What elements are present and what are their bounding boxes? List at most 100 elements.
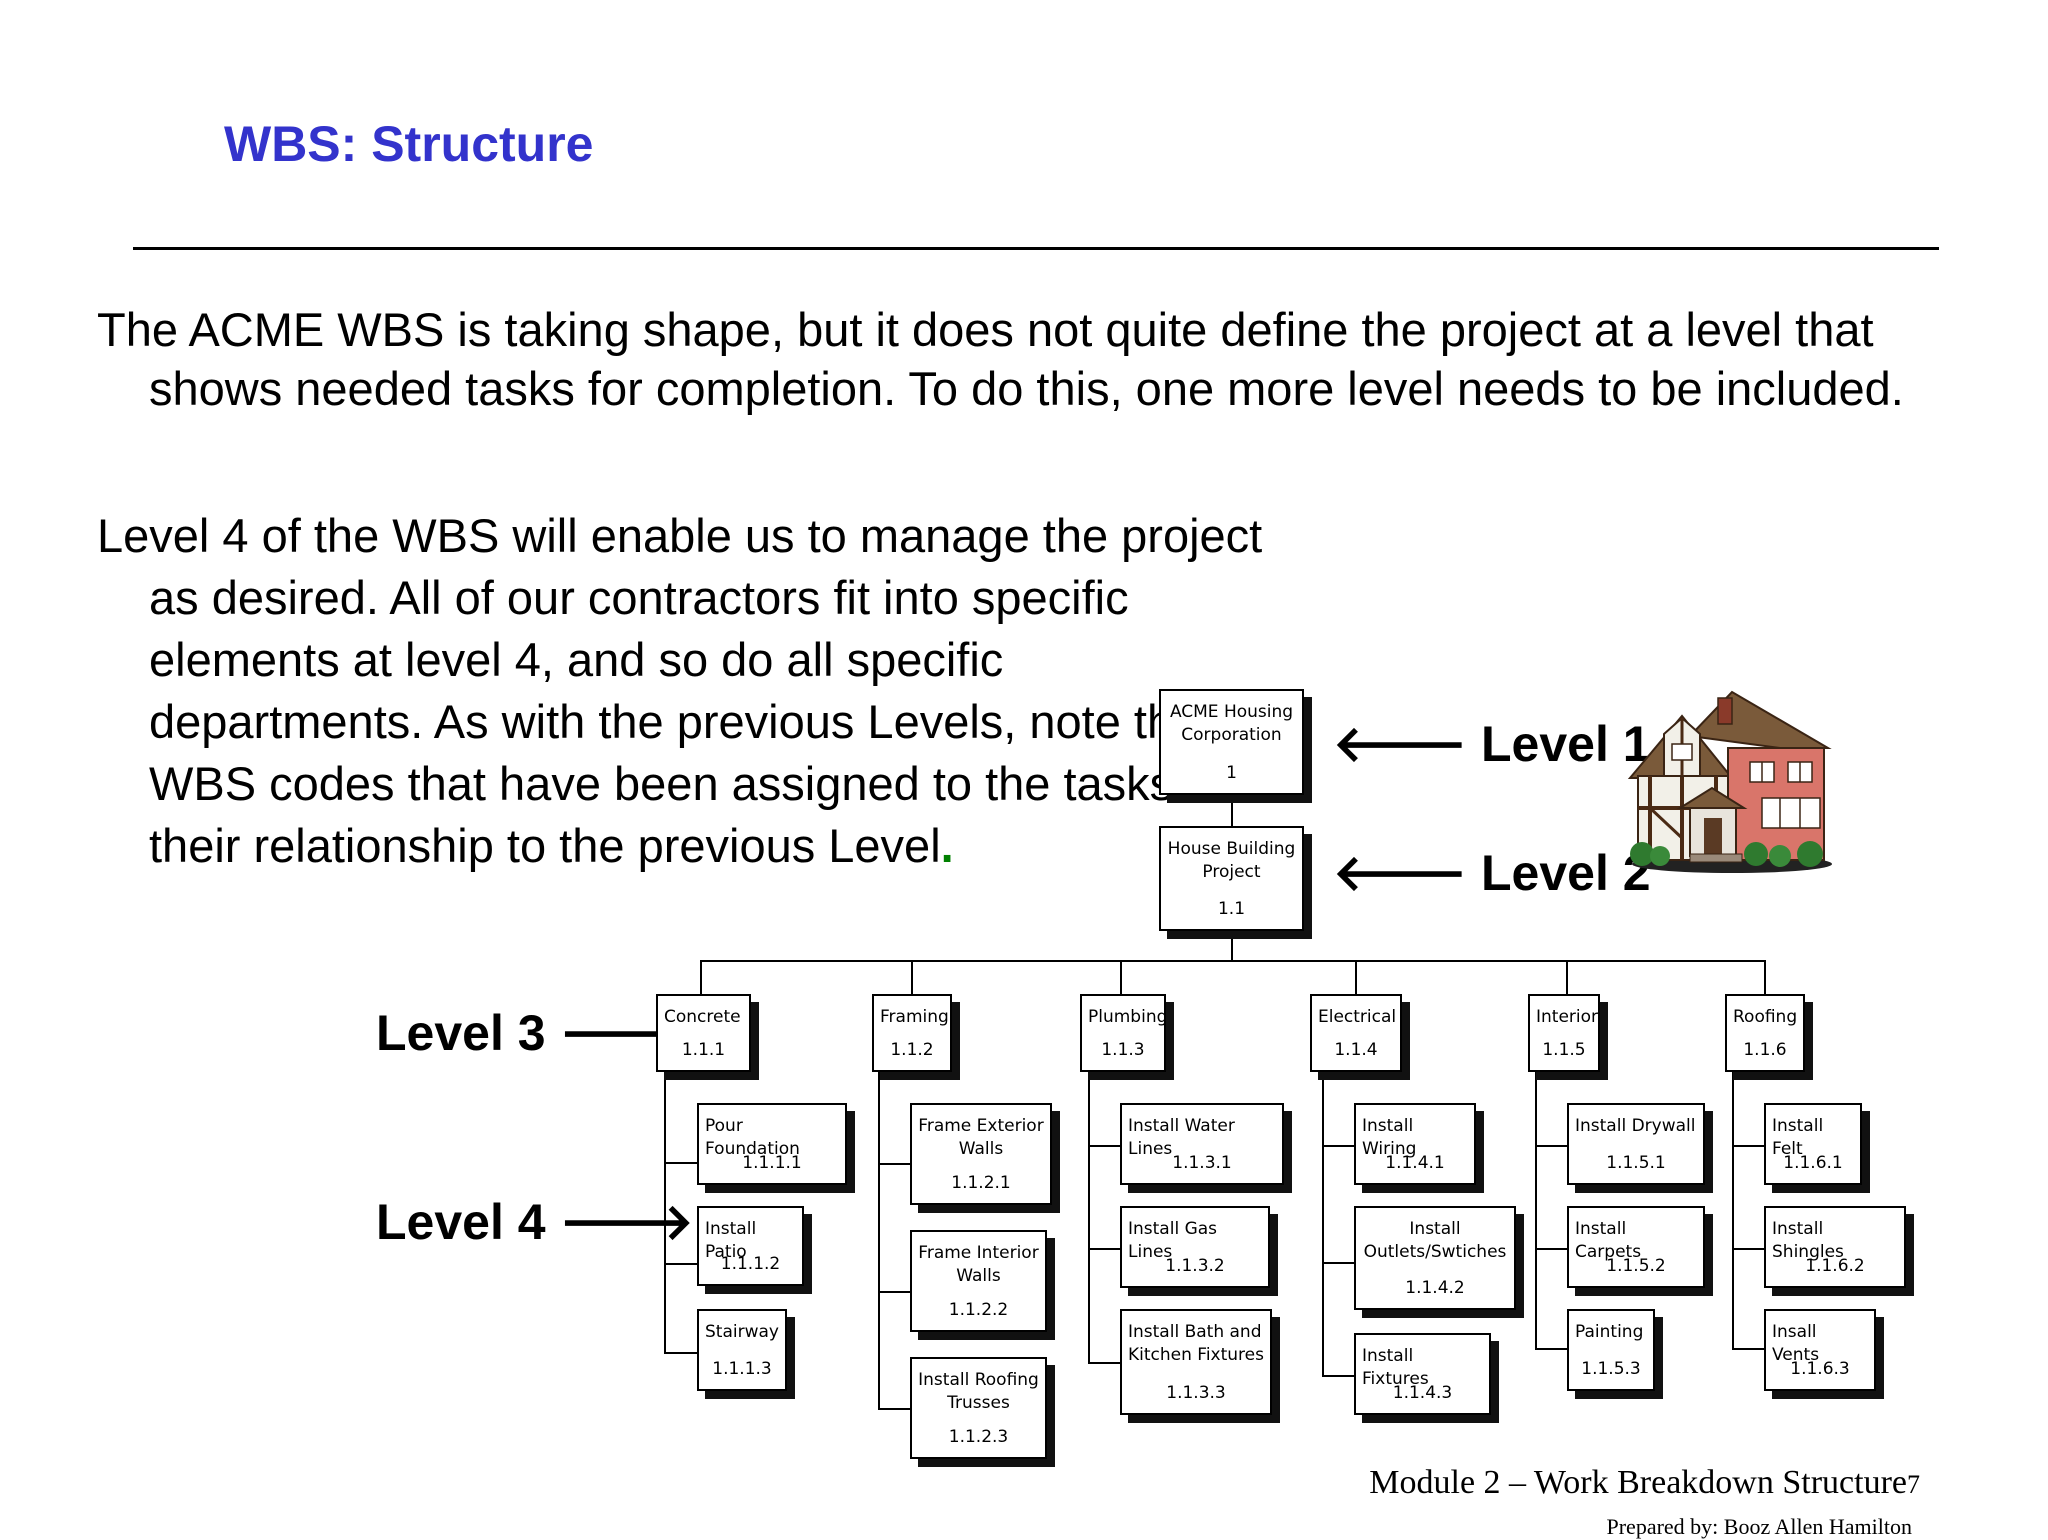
wbs-node-code: 1.1.4.3 [1392,1383,1453,1403]
wbs-node-label: Electrical [1318,1007,1397,1027]
connector-tick [664,1263,698,1265]
wbs-node-code: 1.1.6 [1743,1040,1787,1060]
wbs-node-label: Install Carpets [1575,1219,1642,1262]
wbs-node-roofing: Roofing 1.1.6 [1725,994,1805,1072]
wbs-node-label: Install Water Lines [1128,1116,1235,1159]
wbs-node-label: Concrete [664,1007,741,1027]
title-divider [133,247,1939,250]
level-2-label: 🡐 Level 2 [1333,845,1651,901]
connector-tick [1088,1248,1122,1250]
wbs-node-plumbing: Plumbing 1.1.3 [1080,994,1168,1072]
slide-title: WBS: Structure [224,116,594,172]
connector-tick [878,1291,912,1293]
page-number: 7 [1907,1470,1920,1499]
connector-roofing-branch [1732,1071,1734,1350]
connector-electrical-branch [1322,1071,1324,1377]
connector-drop-plumbing [1120,960,1122,995]
wbs-node-project: House Building Project 1.1 [1159,826,1304,931]
wbs-node-code: 1.1.6.1 [1783,1153,1843,1173]
wbs-node-label: Interior [1536,1007,1599,1027]
connector-plumbing-branch [1088,1071,1090,1364]
wbs-node-1-1-6-2: Install Shingles 1.1.6.2 [1764,1206,1906,1288]
level4-paragraph: Level 4 of the WBS will enable us to man… [97,505,1279,877]
wbs-node-code: 1.1.1.1 [742,1153,802,1173]
footer-module-text: Module 2 – Work Breakdown Structure [1369,1464,1907,1501]
wbs-node-1-1-5-2: Install Carpets 1.1.5.2 [1567,1206,1705,1288]
wbs-node-label: Stairway [705,1322,779,1342]
wbs-node-1-1-1-2: Install Patio 1.1.1.2 [697,1206,804,1286]
wbs-node-interior: Interior 1.1.5 [1528,994,1600,1072]
wbs-node-code: 1.1.1.2 [720,1254,781,1274]
wbs-node-code: 1.1.1.3 [712,1359,772,1379]
wbs-node-code: 1.1.2 [890,1040,934,1060]
level-3-label: Level 3 🡒 [376,1005,694,1061]
wbs-node-concrete: Concrete 1.1.1 [656,994,751,1072]
connector-tick [1088,1145,1122,1147]
wbs-node-code: 1.1.1 [681,1040,726,1060]
wbs-node-code: 1.1.2.2 [948,1300,1009,1320]
wbs-node-label: Install Fixtures [1362,1346,1429,1389]
wbs-node-label: House Building Project [1167,839,1296,882]
connector-tick [1322,1375,1356,1377]
connector-drop-concrete [700,960,702,995]
connector-tick [664,1162,698,1164]
wbs-node-label: Install Gas Lines [1128,1219,1218,1262]
connector-tick [1535,1248,1569,1250]
wbs-node-label: Insall Vents [1772,1322,1820,1365]
wbs-node-label: Install Felt [1772,1116,1824,1159]
connector-level3-bus [700,960,1766,962]
wbs-node-1-1-1-1: Pour Foundation 1.1.1.1 [697,1103,847,1185]
wbs-node-label: Framing [880,1007,949,1027]
wbs-node-label: Install Drywall [1575,1116,1696,1136]
wbs-node-1-1-6-3: Insall Vents 1.1.6.3 [1764,1309,1876,1391]
connector-framing-branch [878,1071,880,1409]
level4-paragraph-text: Level 4 of the WBS will enable us to man… [97,509,1265,872]
wbs-node-code: 1.1.5.3 [1581,1359,1641,1379]
connector-root-project [1231,794,1233,834]
wbs-node-label: Install Wiring [1362,1116,1417,1159]
connector-tick [878,1163,912,1165]
wbs-node-electrical: Electrical 1.1.4 [1310,994,1402,1072]
wbs-node-code: 1.1.3 [1101,1040,1145,1060]
wbs-node-1-1-3-1: Install Water Lines 1.1.3.1 [1120,1103,1284,1185]
wbs-node-code: 1.1.6.3 [1790,1359,1850,1379]
wbs-node-label: ACME Housing Corporation [1169,702,1294,745]
level-1-label: 🡐 Level 1 [1333,716,1651,772]
wbs-node-1-1-4-2: Install Outlets/Swtiches 1.1.4.2 [1354,1206,1516,1310]
connector-interior-branch [1535,1071,1537,1350]
footer-module: Module 2 – Work Breakdown Structure7 [1369,1464,1920,1502]
wbs-node-code: 1.1.4.1 [1385,1153,1445,1173]
wbs-node-code: 1.1.3.2 [1165,1256,1225,1276]
connector-tick [1732,1145,1766,1147]
wbs-node-label: Roofing [1733,1007,1798,1027]
house-illustration [1627,690,1832,873]
wbs-node-framing: Framing 1.1.2 [872,994,952,1072]
wbs-node-label: Painting [1575,1322,1644,1342]
wbs-node-code: 1.1.5 [1542,1040,1586,1060]
level4-paragraph-end: . [940,819,954,872]
connector-tick [1535,1145,1569,1147]
prepared-by: Prepared by: Booz Allen Hamilton [1606,1514,1913,1539]
wbs-node-code: 1.1.3.3 [1166,1383,1226,1403]
wbs-node-code: 1.1.4 [1334,1040,1378,1060]
connector-tick [1088,1362,1122,1364]
wbs-node-label: Install Shingles [1772,1219,1844,1262]
wbs-node-label: Plumbing [1088,1007,1168,1027]
wbs-node-1-1-6-1: Install Felt 1.1.6.1 [1764,1103,1862,1185]
intro-paragraph: The ACME WBS is taking shape, but it doe… [97,303,1904,415]
wbs-node-code: 1.1.5.1 [1606,1153,1666,1173]
wbs-node-code: 1.1 [1217,899,1246,919]
wbs-node-1-1-3-2: Install Gas Lines 1.1.3.2 [1120,1206,1270,1288]
wbs-node-label: Install Roofing Trusses [918,1370,1039,1413]
connector-tick [1732,1248,1766,1250]
connector-tick [1732,1348,1766,1350]
connector-project-bus [1231,930,1233,960]
wbs-node-code: 1 [1226,763,1237,783]
connector-tick [664,1352,698,1354]
connector-drop-electrical [1355,960,1357,995]
wbs-node-1-1-5-1: Install Drywall 1.1.5.1 [1567,1103,1705,1185]
wbs-node-1-1-1-3: Stairway 1.1.1.3 [697,1309,787,1391]
wbs-node-1-1-4-3: Install Fixtures 1.1.4.3 [1354,1333,1491,1415]
wbs-node-code: 1.1.2.1 [951,1173,1011,1193]
connector-tick [1322,1145,1356,1147]
